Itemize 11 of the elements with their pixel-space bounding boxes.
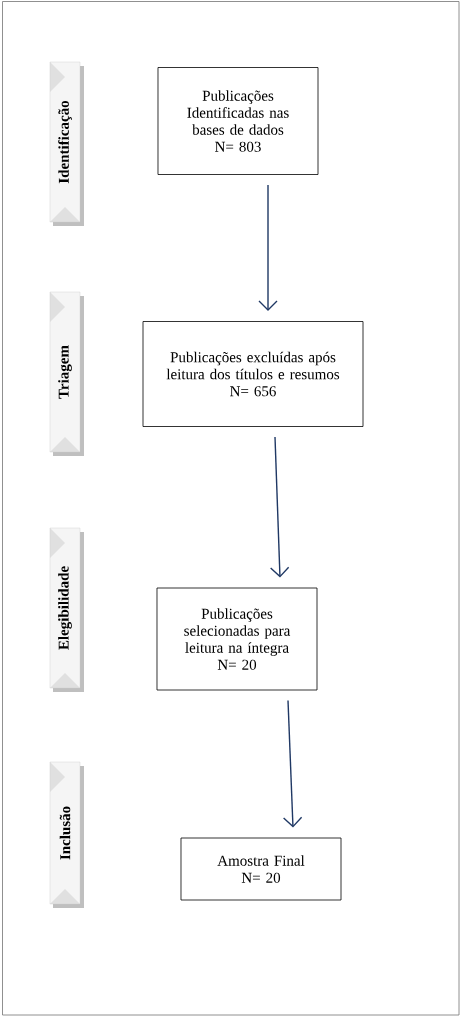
stage-tab: Triagem [49, 291, 84, 456]
stage-tab: Inclusão [49, 761, 84, 908]
process-box: Publicações Identificadas nas bases de dados N= 803 [157, 67, 319, 175]
process-box: Publicações excluídas após leitura dos títulos e resumos N= 656 [142, 321, 364, 427]
stage-tab: Identificação [49, 61, 84, 226]
process-box: Amostra Final N= 20 [180, 837, 342, 901]
arrow [282, 699, 303, 828]
arrow [258, 184, 278, 312]
stage-tab: Elegibilidade [49, 527, 84, 692]
process-box: Publicações selecionadas para leitura na íntegra N= 20 [156, 587, 318, 691]
arrow [269, 436, 290, 578]
